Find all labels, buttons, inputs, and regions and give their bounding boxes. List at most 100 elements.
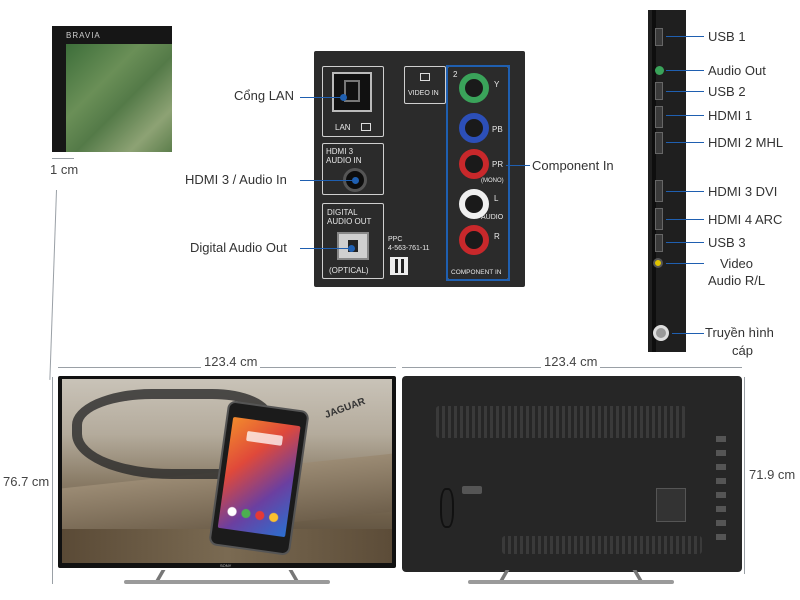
- lan-callout-dot: [340, 94, 347, 101]
- video-label: Video: [720, 256, 754, 271]
- back-vent-area: [436, 406, 686, 438]
- digital-audio-out-text: AUDIO OUT: [327, 217, 372, 226]
- lan-port-box: LAN: [322, 66, 384, 137]
- back-port-panel: LAN HDMI 3 AUDIO IN DIGITAL AUDIO OUT (O…: [314, 51, 525, 287]
- jack-label-r: R: [494, 232, 500, 241]
- front-height-label: 76.7 cm: [2, 474, 51, 489]
- back-height-line: [744, 377, 745, 574]
- back-tv-stand: [468, 570, 674, 584]
- hdmi3-audio-in-callout-label: HDMI 3 / Audio In: [185, 172, 287, 187]
- lan-port: [332, 72, 372, 112]
- hdmi3-callout-dot: [352, 177, 359, 184]
- audio-text: AUDIO: [481, 214, 504, 221]
- phone-dock-icons: [225, 504, 283, 525]
- hdmi2-mhl-label: HDMI 2 MHL: [708, 135, 784, 150]
- jack-y: [459, 73, 489, 103]
- front-tv: JAGUAR SONY: [58, 376, 396, 568]
- qr-code: [390, 257, 408, 275]
- hdmi4-callout-line: [666, 219, 704, 220]
- digital-out-callout-dot: [348, 245, 355, 252]
- optical-text: (OPTICAL): [329, 266, 369, 275]
- bezel-dimension-line: [52, 158, 74, 159]
- usb3-port: [655, 234, 663, 252]
- jack-label-pb: PB: [492, 125, 503, 134]
- audio-out-port: [655, 66, 664, 75]
- component-in-callout-label: Component In: [532, 158, 614, 173]
- bezel-width-label: 1 cm: [50, 162, 79, 177]
- video-in-number: 2: [453, 70, 458, 79]
- back-width-label: 123.4 cm: [541, 354, 601, 369]
- component-highlight-frame: [446, 65, 510, 281]
- screen-closeup-image: [66, 44, 172, 152]
- jack-label-l: L: [494, 194, 499, 203]
- bezel-brand-text: BRAVIA: [66, 31, 101, 40]
- network-icon: [361, 123, 371, 131]
- digital-audio-out-box: DIGITAL AUDIO OUT (OPTICAL): [322, 203, 384, 279]
- back-side-ports: [716, 436, 726, 546]
- bezel-closeup: BRAVIA: [52, 26, 172, 152]
- jack-audio-r: [459, 225, 489, 255]
- front-tv-brand: SONY: [220, 563, 232, 568]
- hdmi1-callout-line: [666, 115, 704, 116]
- model-code-text: PPC: [388, 236, 403, 243]
- audio-out-callout-line: [666, 70, 704, 71]
- front-height-line: [52, 377, 53, 584]
- hdmi3-callout-line: [300, 180, 354, 181]
- video-audio-port: [653, 258, 663, 268]
- side-port-strip: [648, 10, 686, 352]
- audio-out-label: Audio Out: [708, 63, 766, 78]
- hdmi3-dvi-label: HDMI 3 DVI: [708, 184, 778, 199]
- hdmi1-label: HDMI 1: [708, 108, 753, 123]
- phone-screen: [217, 416, 301, 538]
- digital-text: DIGITAL: [327, 208, 358, 217]
- usb1-port: [655, 28, 663, 46]
- phone-brand-text: JAGUAR: [323, 396, 367, 421]
- model-number-text: 4-563-761-11: [388, 245, 430, 252]
- digital-out-callout-line: [300, 248, 350, 249]
- front-tv-screen: JAGUAR: [62, 379, 392, 563]
- usb2-port: [655, 82, 663, 100]
- lan-callout-label: Cổng LAN: [234, 88, 294, 103]
- digital-audio-out-callout-label: Digital Audio Out: [190, 240, 287, 255]
- component-callout-line: [506, 165, 530, 166]
- audio-rl-label: Audio R/L: [708, 273, 766, 288]
- lan-callout-line: [300, 97, 342, 98]
- back-vent-area-bottom: [502, 536, 702, 554]
- hdmi3-side-callout-line: [666, 191, 704, 192]
- usb3-label: USB 3: [708, 235, 746, 250]
- usb2-label: USB 2: [708, 84, 746, 99]
- hdmi4-port: [655, 208, 663, 230]
- phone-clock: [246, 430, 284, 446]
- cable-tv-label: Truyền hình: [705, 325, 774, 340]
- component-in-text: COMPONENT IN: [451, 269, 502, 276]
- input-arrow-icon: [420, 73, 430, 81]
- jack-pb: [459, 113, 489, 143]
- video-in-text: VIDEO IN: [408, 90, 439, 97]
- jack-label-y: Y: [494, 80, 500, 89]
- hdmi4-arc-label: HDMI 4 ARC: [708, 212, 783, 227]
- jack-pr: [459, 149, 489, 179]
- usb1-callout-line: [666, 36, 704, 37]
- jack-label-pr: PR: [492, 160, 504, 169]
- hdmi3-side-port: [655, 180, 663, 202]
- jack-audio-l: [459, 189, 489, 219]
- audio-in-text: AUDIO IN: [326, 156, 362, 165]
- back-height-label: 71.9 cm: [748, 467, 797, 482]
- front-tv-stand: [124, 570, 330, 584]
- hdmi1-port: [655, 106, 663, 128]
- cable-tv-label-2: cáp: [732, 343, 753, 358]
- closeup-guide-line: [49, 190, 57, 380]
- video-in-box: VIDEO IN: [404, 66, 446, 104]
- video-callout-line: [666, 263, 704, 264]
- power-cable: [440, 488, 454, 528]
- usb3-callout-line: [666, 242, 704, 243]
- usb1-label: USB 1: [708, 29, 746, 44]
- hdmi3-audio-in-box: HDMI 3 AUDIO IN: [322, 143, 384, 195]
- back-rear-ports: [656, 488, 686, 522]
- back-mount-holes: [462, 486, 482, 494]
- hdmi2-callout-line: [666, 142, 704, 143]
- mono-text: (MONO): [481, 178, 504, 184]
- front-width-label: 123.4 cm: [201, 354, 261, 369]
- usb2-callout-line: [666, 91, 704, 92]
- hdmi3-text: HDMI 3: [326, 147, 354, 156]
